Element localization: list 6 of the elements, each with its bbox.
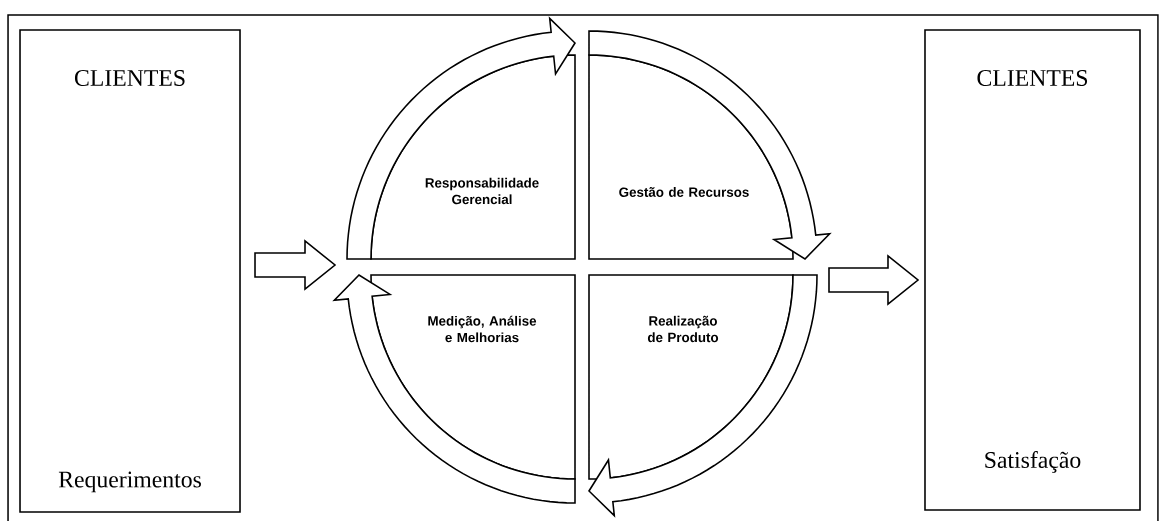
block-arrow	[254, 239, 337, 291]
quadrant-sector: Medição, Análise e Melhorias	[370, 274, 576, 480]
client-box: CLIENTES Satisfação	[924, 29, 1141, 511]
quadrant-sector: Realização de Produto	[588, 274, 794, 480]
client-box: CLIENTES Requerimentos	[19, 29, 241, 513]
block-arrow	[828, 254, 920, 306]
